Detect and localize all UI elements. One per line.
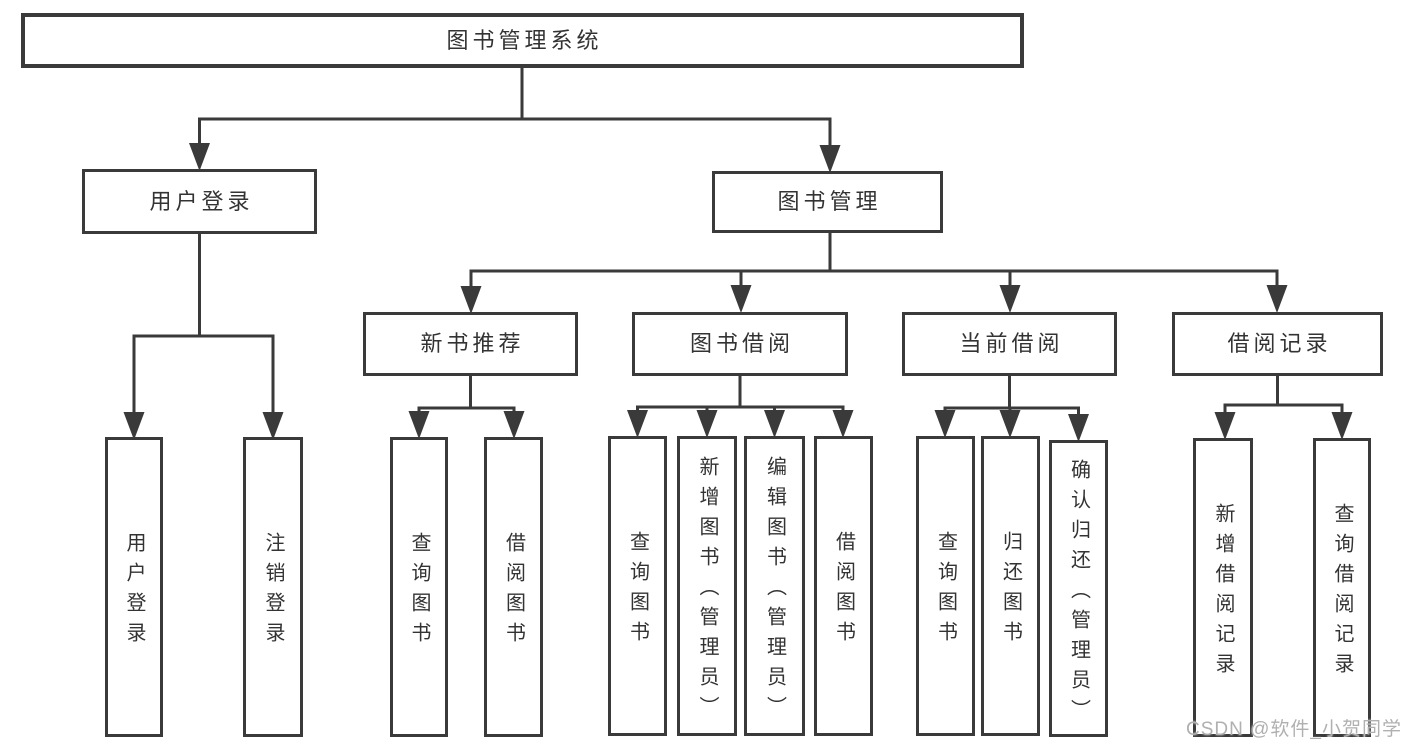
leaf-query-books-borrow: 查询图书 [608,436,667,736]
leaf-add-borrow-record: 新增借阅记录 [1193,438,1253,737]
leaf-borrow-books-recommend: 借阅图书 [484,437,543,737]
node-library-management-system: 图书管理系统 [21,13,1024,68]
node-book-management: 图书管理 [712,171,943,233]
watermark: CSDN @软件_小贺同学 [1186,719,1402,740]
leaf-user-login: 用户登录 [105,437,163,737]
leaf-add-book-admin: 新增图书（管理员） [677,436,737,736]
leaf-confirm-return-admin: 确认归还（管理员） [1049,440,1108,737]
node-book-borrow: 图书借阅 [632,312,848,376]
leaf-logout-login: 注销登录 [243,437,303,737]
leaf-edit-book-admin: 编辑图书（管理员） [744,436,805,736]
leaf-return-book: 归还图书 [981,436,1040,736]
leaf-query-books-recommend: 查询图书 [390,437,448,737]
node-current-borrow: 当前借阅 [902,312,1117,376]
node-user-login: 用户登录 [82,169,317,234]
node-new-book-recommend: 新书推荐 [363,312,578,376]
leaf-query-borrow-record: 查询借阅记录 [1313,438,1371,737]
node-borrow-records: 借阅记录 [1172,312,1383,376]
leaf-query-books-current: 查询图书 [916,436,975,736]
leaf-borrow-books: 借阅图书 [814,436,873,736]
